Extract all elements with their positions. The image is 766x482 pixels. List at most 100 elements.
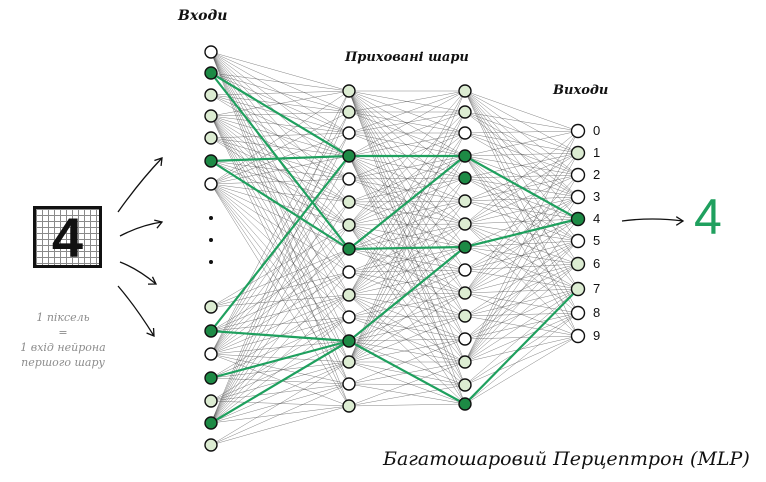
- edge: [210, 94, 350, 180]
- edge: [210, 183, 350, 318]
- edge: [210, 115, 350, 407]
- edge: [210, 132, 350, 424]
- inputs-title: Входи: [178, 8, 228, 24]
- edge: [210, 224, 350, 424]
- edge: [464, 130, 579, 157]
- edge: [348, 111, 466, 226]
- edge: [464, 152, 579, 202]
- edge: [464, 218, 579, 363]
- edge: [464, 218, 579, 294]
- edge: [464, 288, 579, 294]
- edge: [210, 340, 350, 402]
- edge: [464, 177, 579, 242]
- edge: [464, 200, 579, 220]
- edge: [464, 335, 579, 386]
- edge: [348, 384, 466, 407]
- edge: [464, 130, 579, 363]
- h2-neuron: [458, 355, 472, 369]
- out-neuron: [570, 281, 586, 297]
- edge: [464, 240, 579, 271]
- output-digit-label: 6: [593, 256, 601, 271]
- edge: [210, 51, 350, 226]
- h2-neuron: [458, 84, 472, 98]
- edge: [464, 132, 579, 154]
- edge: [464, 312, 579, 363]
- edge: [464, 312, 579, 340]
- output-digit-label: 3: [593, 189, 601, 204]
- edge: [464, 90, 579, 176]
- edge: [348, 90, 466, 386]
- edge: [210, 155, 350, 355]
- edge: [210, 183, 350, 273]
- in-neuron: [204, 88, 218, 102]
- h1-neuron: [342, 399, 356, 413]
- edge: [210, 183, 350, 296]
- edge: [210, 271, 350, 424]
- edge: [210, 183, 350, 363]
- edge: [210, 155, 350, 185]
- edge: [464, 111, 579, 132]
- arrow-right: [119, 219, 164, 237]
- edge: [348, 90, 466, 157]
- edge: [210, 137, 350, 157]
- output-digit-label: 5: [593, 233, 601, 248]
- h2-neuron: [458, 171, 472, 185]
- in-neuron: [204, 131, 218, 145]
- h1-neuron: [342, 126, 356, 140]
- edge: [348, 223, 466, 296]
- output-digit-label: 8: [593, 305, 601, 320]
- out-neuron: [570, 189, 586, 205]
- edge: [464, 240, 579, 340]
- edge: [210, 361, 350, 446]
- edge: [348, 246, 466, 296]
- pixel-note-line: 1 піксель: [36, 311, 90, 324]
- edge: [464, 174, 579, 225]
- edge: [210, 383, 350, 446]
- edge: [348, 90, 466, 294]
- edge: [210, 51, 350, 157]
- edge: [348, 155, 466, 179]
- edge: [348, 90, 466, 271]
- edge: [210, 51, 350, 203]
- in-neuron: [204, 438, 218, 452]
- edge: [348, 90, 466, 296]
- edge: [348, 132, 466, 296]
- edge: [210, 72, 350, 92]
- h1-neuron: [342, 288, 356, 302]
- edge: [210, 90, 350, 424]
- edge: [210, 90, 350, 185]
- edge: [348, 177, 466, 180]
- edge: [464, 288, 579, 363]
- edge: [210, 90, 350, 96]
- edge: [348, 155, 466, 226]
- output-digit-label: 7: [593, 281, 601, 296]
- pixel-note-line: першого шару: [21, 356, 105, 369]
- edge: [348, 155, 466, 296]
- in-neuron: [204, 177, 218, 191]
- edge: [464, 218, 579, 271]
- h2-neuron: [458, 194, 472, 208]
- edge: [348, 132, 466, 157]
- edge: [348, 383, 466, 405]
- edge: [464, 288, 579, 340]
- edge: [348, 90, 466, 226]
- edge: [464, 90, 579, 132]
- edge: [348, 155, 466, 405]
- edge: [210, 316, 350, 424]
- edge: [348, 155, 466, 363]
- edge: [464, 174, 579, 179]
- output-digit-label: 0: [593, 123, 601, 138]
- edge: [210, 51, 350, 342]
- edge: [210, 111, 350, 355]
- edge: [464, 223, 579, 290]
- edge: [210, 248, 350, 355]
- edge: [464, 90, 579, 314]
- edge: [210, 353, 350, 385]
- h1-neuron: [342, 310, 356, 324]
- edge: [464, 240, 579, 294]
- edge: [464, 130, 579, 225]
- pixel-note: 1 піксель = 1 вхід нейрона першого шару: [8, 310, 118, 370]
- edge: [210, 155, 350, 424]
- edge: [348, 292, 466, 318]
- edge: [210, 72, 350, 134]
